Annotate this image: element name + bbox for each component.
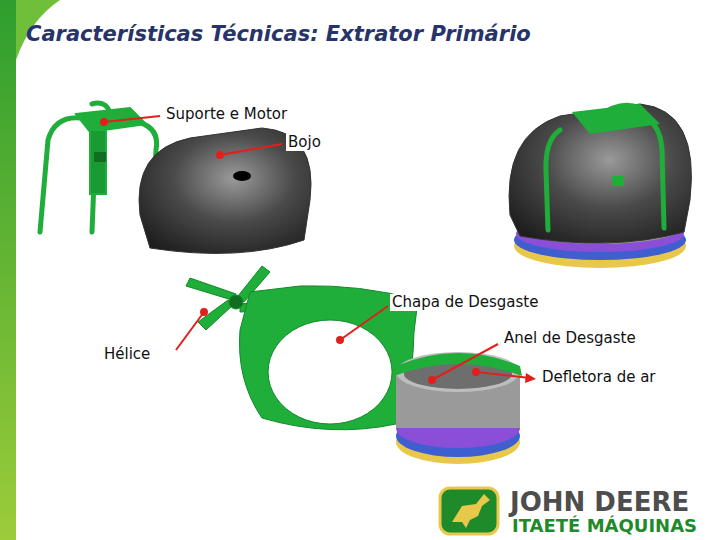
assembled-extractor [509, 104, 691, 268]
leader-lines [101, 116, 536, 383]
logo-text: ITAETÉ MÁQUINAS [510, 516, 699, 537]
slide-title: Características Técnicas: Extrator Primá… [26, 22, 531, 46]
motor-support [40, 103, 157, 232]
part-label: Bojo [286, 134, 323, 151]
part-label: Anel de Desgaste [502, 330, 638, 347]
part-label: Defletora de ar [540, 369, 658, 386]
side-bar [0, 0, 16, 540]
part-label: Suporte e Motor [164, 106, 289, 123]
part-label: Chapa de Desgaste [390, 294, 540, 311]
logo-icon [440, 488, 498, 534]
logo-text: JOHN DEERE [508, 488, 691, 518]
part-label: Hélice [102, 346, 152, 363]
wear-ring [394, 352, 522, 464]
